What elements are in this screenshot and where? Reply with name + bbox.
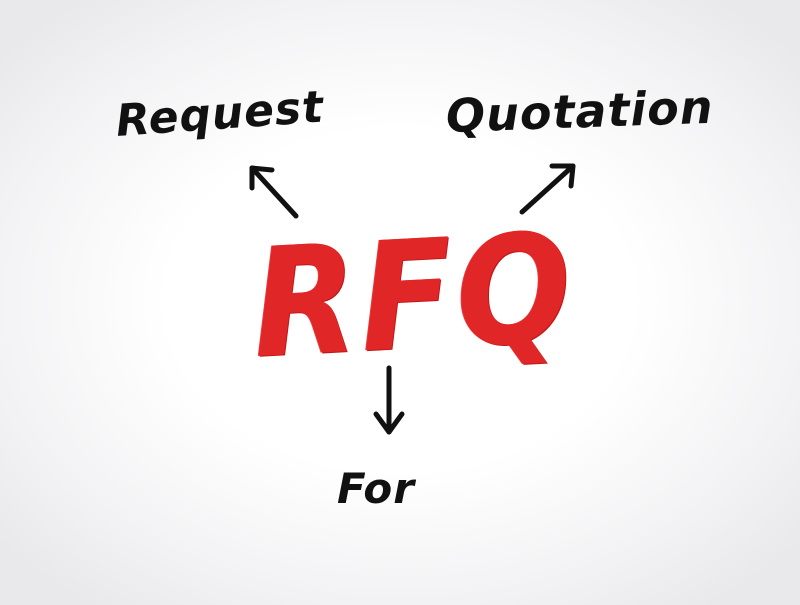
arrow-to-quotation [519, 163, 576, 215]
word-for: For [337, 464, 415, 513]
arrow-to-request [249, 165, 299, 219]
arrow-to-for [373, 365, 405, 435]
